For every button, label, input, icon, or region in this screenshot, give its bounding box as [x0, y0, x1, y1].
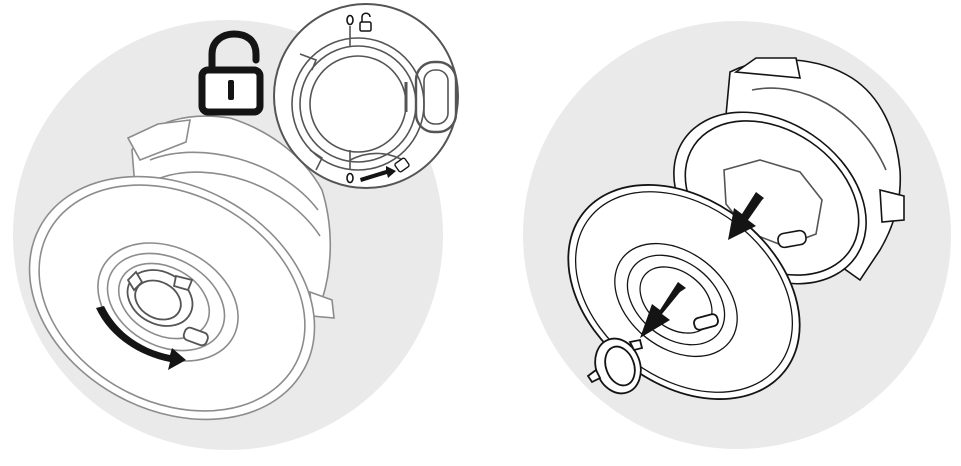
disc-inner-ring-2: [106, 252, 226, 352]
closed-marker-icon: [346, 172, 354, 184]
lock-latch: [182, 326, 209, 347]
unlocked-padlock-icon: [198, 30, 264, 116]
front-disc-rim: [38, 184, 306, 412]
inset-lug-left: [299, 53, 318, 71]
arrow-right-icon: [360, 166, 396, 182]
drum-housing-tab-right: [879, 188, 905, 223]
removed-cap-inner: [604, 345, 636, 387]
removed-cap-lug: [586, 368, 602, 384]
front-disc-ring-1: [614, 242, 738, 358]
removed-lock-cap: [586, 337, 644, 395]
lock-cap-lug-top: [172, 274, 194, 292]
removal-arrow-icon: [728, 192, 764, 240]
lock-cap-lug-left: [126, 270, 144, 292]
lock-cap-inner: [134, 279, 182, 321]
drum-tab-top: [126, 119, 191, 162]
step-panel-disassemble: [523, 21, 951, 449]
lock-detail-inset: [273, 3, 459, 189]
open-marker-icon: [346, 14, 354, 26]
drum-housing-latch: [777, 229, 807, 249]
lock-cap: [126, 269, 209, 347]
drum-housing-ring: [751, 87, 887, 171]
drum-ring-2: [159, 171, 321, 237]
front-disc-latch: [693, 313, 719, 331]
drum-housing-tab-top: [733, 57, 801, 79]
disc-inner-ring-3: [117, 262, 211, 340]
curved-rotation-arrow-icon: [96, 306, 186, 370]
drum-ring-1: [149, 151, 319, 211]
small-lock-icon: [394, 157, 410, 173]
step-panel-unlock: [13, 3, 459, 450]
removal-arrow-icon: [640, 282, 686, 338]
inset-latch-slot: [414, 60, 458, 134]
inset-latch-slot-inner: [423, 69, 449, 125]
small-padlock-icon: [359, 12, 372, 32]
inset-lug-bottom: [309, 149, 324, 171]
removed-cap-lug-2: [628, 338, 644, 352]
